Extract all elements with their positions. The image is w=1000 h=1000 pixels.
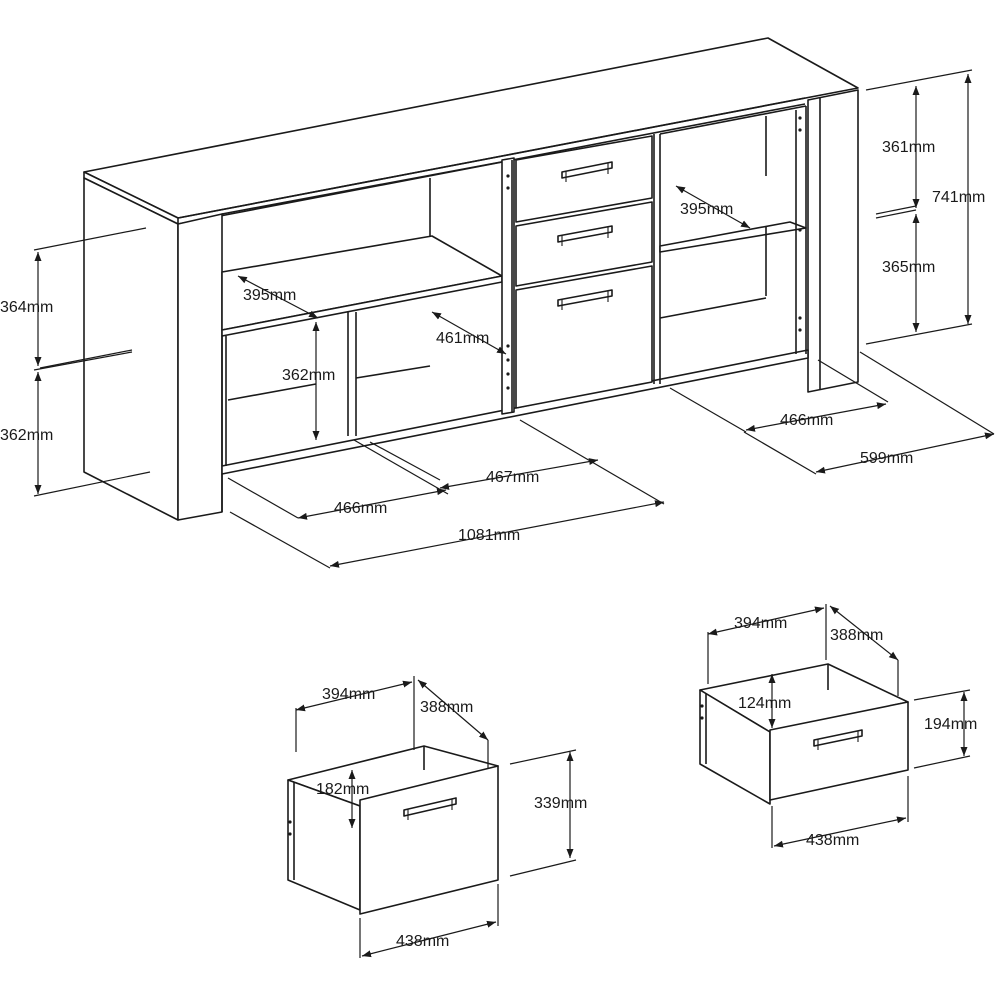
- drawer-large-front-height: 339mm: [534, 795, 587, 812]
- drawer-large-depth: 388mm: [420, 699, 473, 716]
- dim-362-left: 362mm: [0, 427, 53, 444]
- sideboard: [83, 37, 859, 521]
- sideboard-dimensions: 364mm 362mm 395mm 362mm 461mm 466mm 467m…: [0, 69, 995, 569]
- dim-599: 599mm: [860, 450, 913, 467]
- drawer-large-handle: [403, 797, 457, 820]
- drawer-stack: [515, 135, 653, 409]
- drawer-handle-3: [557, 289, 613, 310]
- drawer-large-diagram: 394mm 388mm 182mm 339mm 438mm: [287, 676, 587, 958]
- drawer-small-side: [699, 689, 771, 805]
- right-front-panel: [807, 89, 859, 393]
- dim-364: 364mm: [0, 299, 53, 316]
- drawer-small-front-height: 194mm: [924, 716, 977, 733]
- dim-365: 365mm: [882, 259, 935, 276]
- dim-395-right: 395mm: [680, 201, 733, 218]
- shelf-pin-holes-left: [506, 174, 510, 390]
- drawer-handle-1: [561, 161, 613, 182]
- dim-362-inner: 362mm: [282, 367, 335, 384]
- drawer-small-diagram: 394mm 388mm 124mm 194mm 438mm: [699, 604, 977, 849]
- drawer-small-handle: [813, 729, 863, 750]
- drawer-large-width-top: 394mm: [322, 686, 375, 703]
- dim-461: 461mm: [436, 330, 489, 347]
- drawer-small-front: [769, 701, 909, 801]
- dim-466-right: 466mm: [780, 412, 833, 429]
- drawer-bottom: [515, 265, 653, 409]
- drawer-small-inner-height: 124mm: [738, 695, 791, 712]
- dim-741: 741mm: [932, 189, 985, 206]
- drawer-handle-2: [557, 225, 613, 246]
- drawer-top: [515, 135, 653, 223]
- drawer-middle: [515, 201, 653, 287]
- drawer-large-inner-height: 182mm: [316, 781, 369, 798]
- right-shelf: [659, 221, 807, 253]
- drawer-small-width-top: 394mm: [734, 615, 787, 632]
- dim-467: 467mm: [486, 469, 539, 486]
- drawer-small-depth: 388mm: [830, 627, 883, 644]
- dim-1081: 1081mm: [458, 527, 520, 544]
- left-side-panel: [83, 177, 179, 521]
- dim-395-left: 395mm: [243, 287, 296, 304]
- shelf-pin-holes-right: [798, 116, 802, 332]
- dim-466-left: 466mm: [334, 500, 387, 517]
- left-front-panel: [177, 213, 223, 521]
- drawer-small-front-width: 438mm: [806, 832, 859, 849]
- drawer-large-front-width: 438mm: [396, 933, 449, 950]
- drawer-large-front: [359, 765, 499, 915]
- dim-361: 361mm: [882, 139, 935, 156]
- left-shelf: [221, 235, 503, 331]
- sideboard-top: [83, 37, 859, 219]
